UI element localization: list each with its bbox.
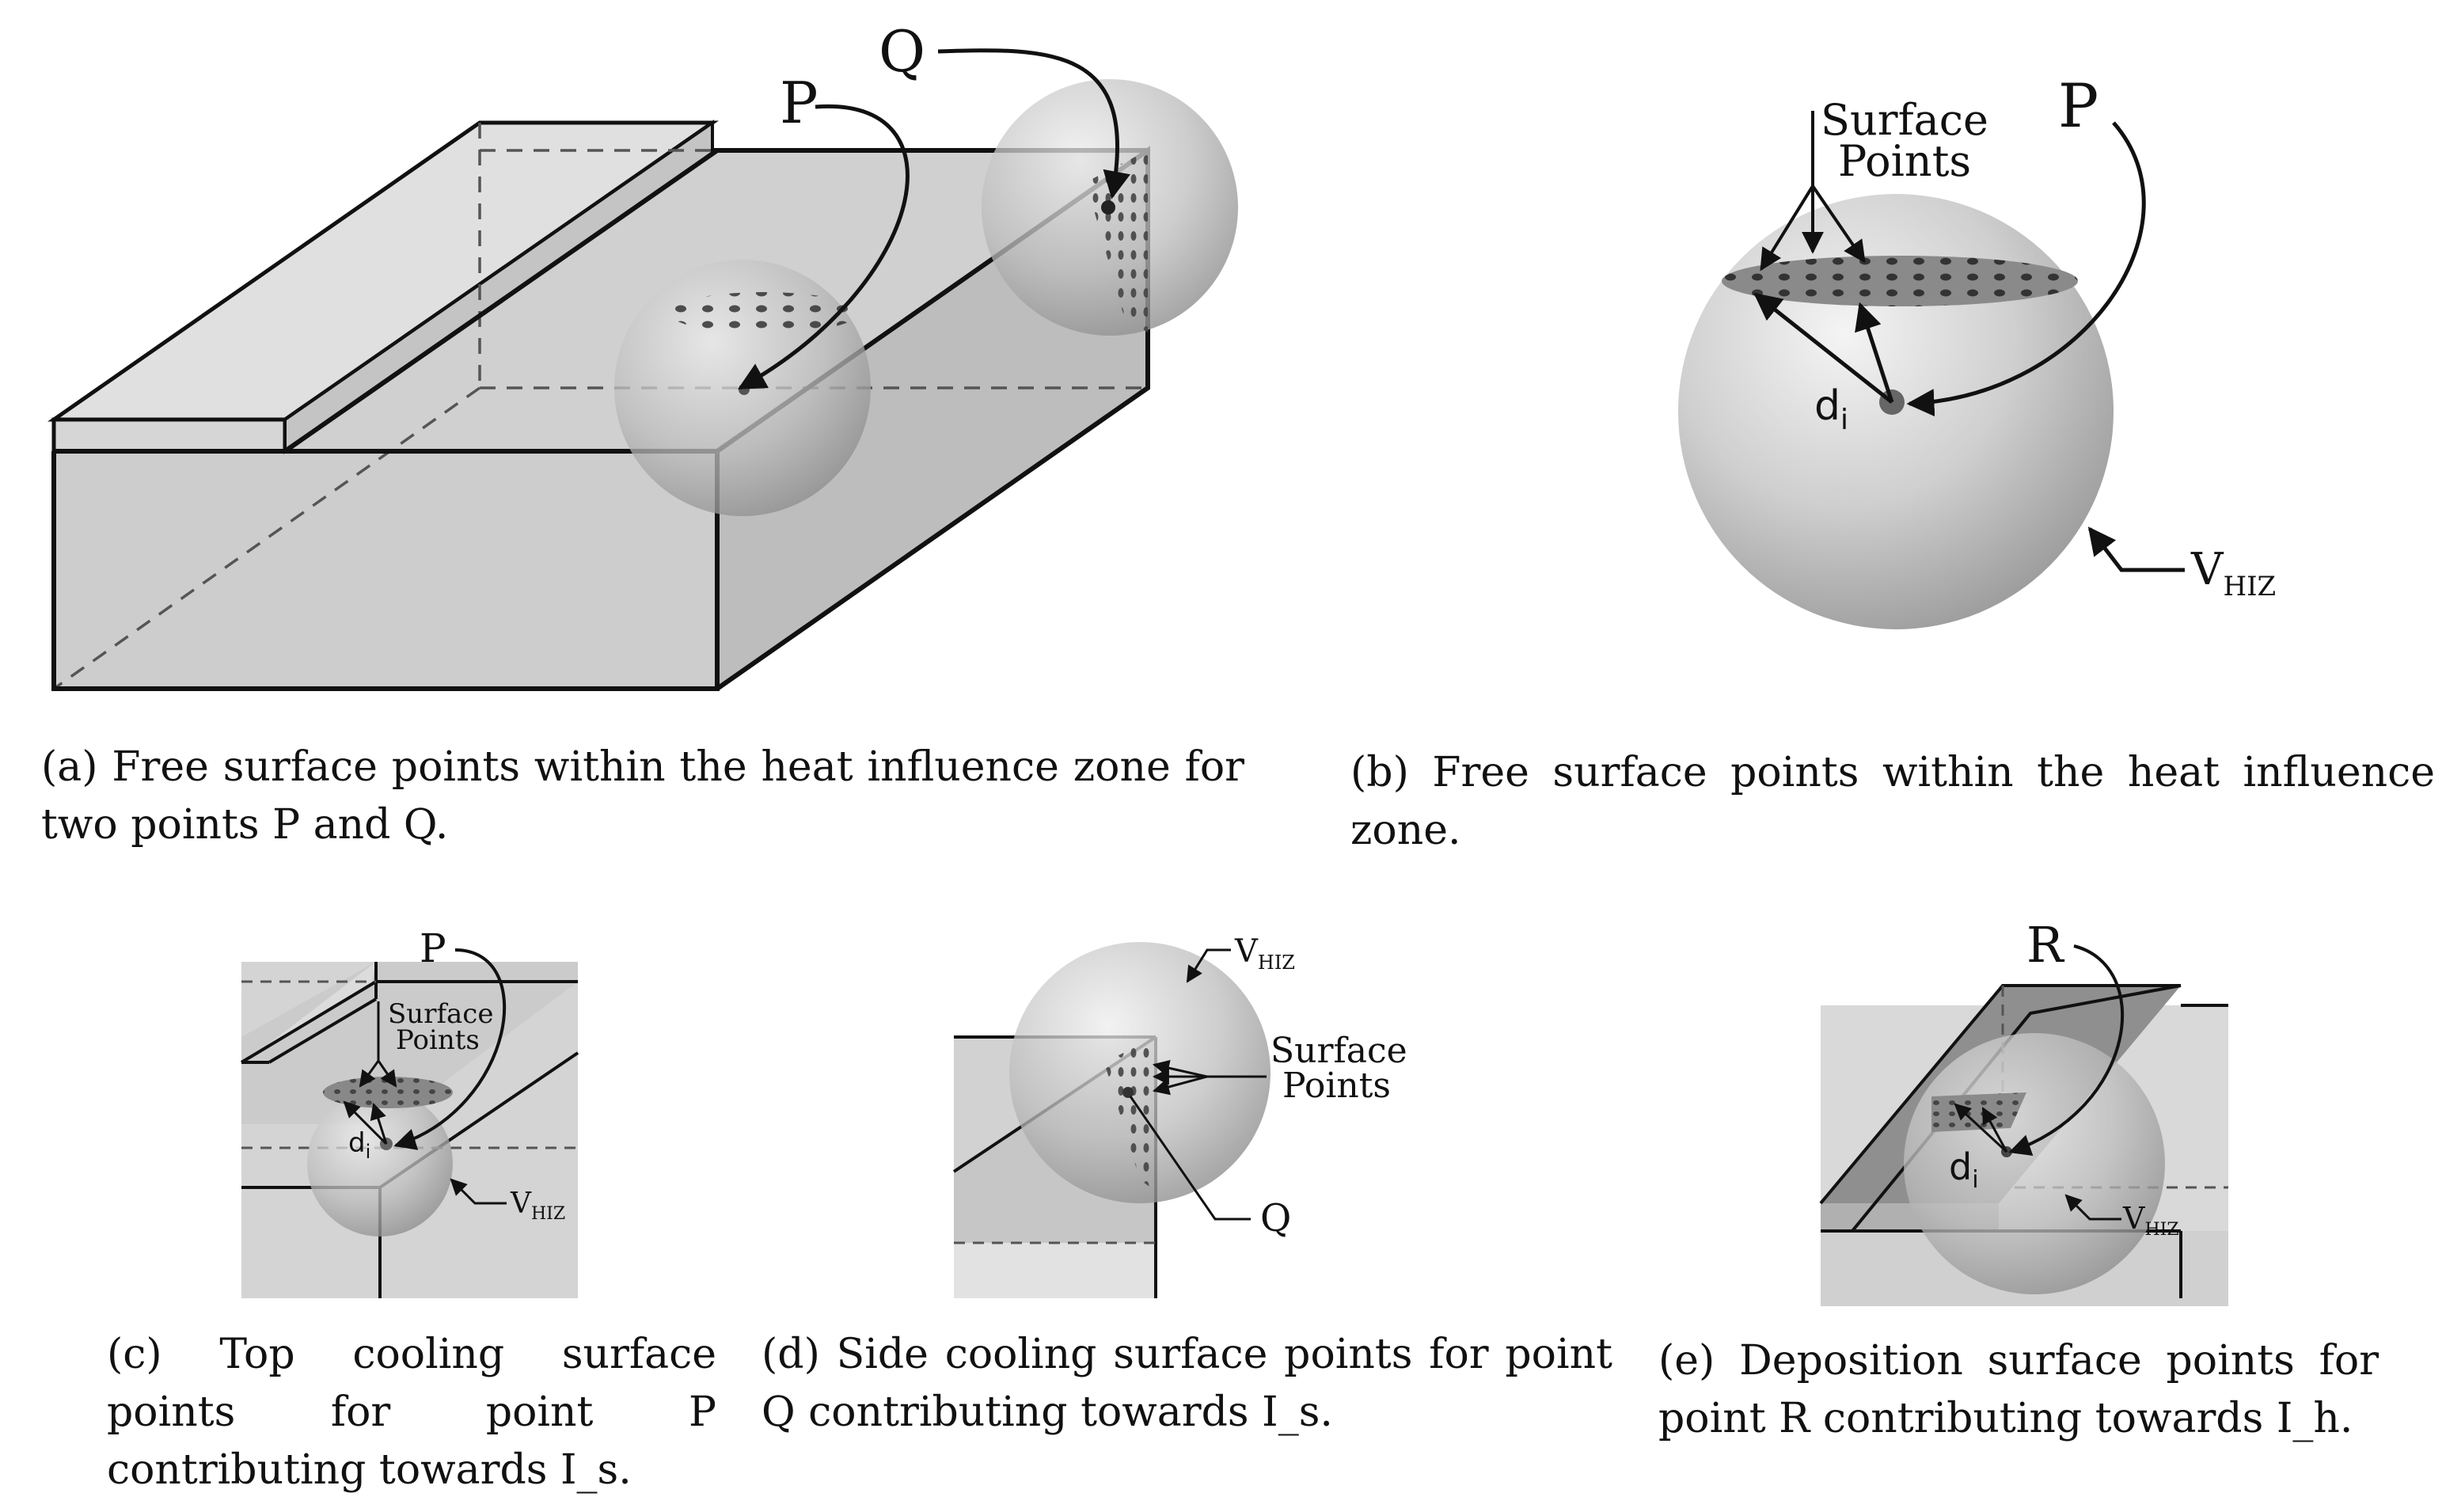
panel-a-diagram: P Q — [47, 18, 1238, 691]
panel-e-diagram: R di VHIZ — [1819, 916, 2228, 1306]
vhiz-pointer — [2087, 526, 2185, 572]
heat-zone-sphere — [1904, 1033, 2165, 1294]
arrow-to-point-p — [1906, 121, 2146, 417]
label-di: di — [1814, 382, 1848, 436]
label-p: P — [780, 70, 818, 136]
label-vhiz: VHIZ — [1234, 933, 1295, 974]
surface-points-label-line2: Points — [396, 1024, 480, 1056]
label-p: P — [420, 925, 446, 971]
label-q: Q — [879, 18, 925, 85]
label-vhiz: VHIZ — [2122, 1201, 2179, 1240]
caption-d: (d) Side cooling surface points for poin… — [762, 1331, 1612, 1436]
arrow-to-point-p — [737, 104, 910, 390]
rail-front-face — [51, 417, 287, 454]
arrow-to-point-p — [393, 948, 507, 1150]
arrow-to-point-q — [937, 48, 1130, 199]
caption-c: (c) Top cooling surface points for point… — [107, 1331, 716, 1494]
surface-points-patch-q — [1086, 150, 1148, 332]
panel-c-diagram: Surface Points P di VHIZ — [240, 925, 579, 1298]
label-vhiz: VHIZ — [2190, 544, 2276, 602]
caption-a: (a) Free surface points within the heat … — [41, 743, 1244, 849]
label-r: R — [2026, 916, 2065, 974]
surface-points-label-line2: Points — [1282, 1066, 1391, 1106]
panel-d-diagram: Surface Points Q VHIZ — [952, 933, 1407, 1298]
point-q-marker — [1101, 200, 1115, 215]
block-front-face — [54, 451, 717, 689]
heat-zone-sphere — [307, 1091, 453, 1237]
surface-points-label-line1: Surface — [1270, 1031, 1407, 1071]
label-p: P — [2058, 70, 2098, 141]
label-vhiz: VHIZ — [510, 1187, 565, 1224]
surface-points-label-line2: Points — [1838, 136, 1971, 186]
label-q: Q — [1260, 1196, 1291, 1240]
label-di: di — [1949, 1145, 1979, 1194]
caption-e: (e) Deposition surface points for point … — [1658, 1337, 2379, 1442]
surface-points-label-line1: Surface — [388, 998, 493, 1030]
arrow-to-point-r — [2008, 944, 2125, 1157]
surface-points-patch-p — [669, 292, 859, 333]
surface-points-label-line1: Surface — [1821, 95, 1988, 145]
panel-b-diagram: Surface Points P di VHIZ — [1678, 70, 2276, 629]
label-di: di — [348, 1127, 370, 1163]
caption-b: (b) Free surface points within the heat … — [1350, 749, 2435, 854]
